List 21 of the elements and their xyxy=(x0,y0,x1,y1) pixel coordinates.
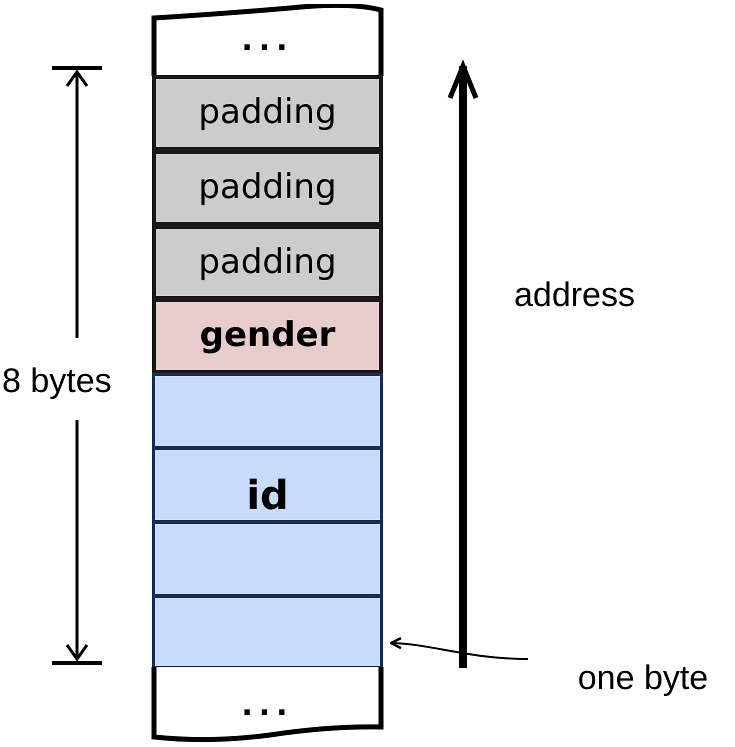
field-label: padding xyxy=(198,244,337,282)
padding-byte xyxy=(152,150,383,226)
field-byte xyxy=(152,298,383,374)
byte-cell xyxy=(152,595,383,669)
axis-label: address xyxy=(514,276,635,315)
byte-cell xyxy=(152,521,383,597)
ellipsis-text: ... xyxy=(241,688,294,722)
leader-label: one byte xyxy=(578,660,708,698)
byte-cell xyxy=(152,373,383,449)
ellipsis-box xyxy=(150,667,385,743)
padding-byte xyxy=(152,225,383,300)
field-label: padding xyxy=(198,94,337,132)
byte-cell xyxy=(152,447,383,523)
field-label: gender xyxy=(200,317,336,355)
padding-byte xyxy=(152,75,383,151)
leader-line xyxy=(390,637,528,660)
field-label: padding xyxy=(198,169,337,207)
ellipsis-text: ... xyxy=(241,24,294,56)
dimension-label: 8 bytes xyxy=(2,362,112,401)
ellipsis-box xyxy=(150,4,385,76)
field-label: id xyxy=(246,474,289,518)
